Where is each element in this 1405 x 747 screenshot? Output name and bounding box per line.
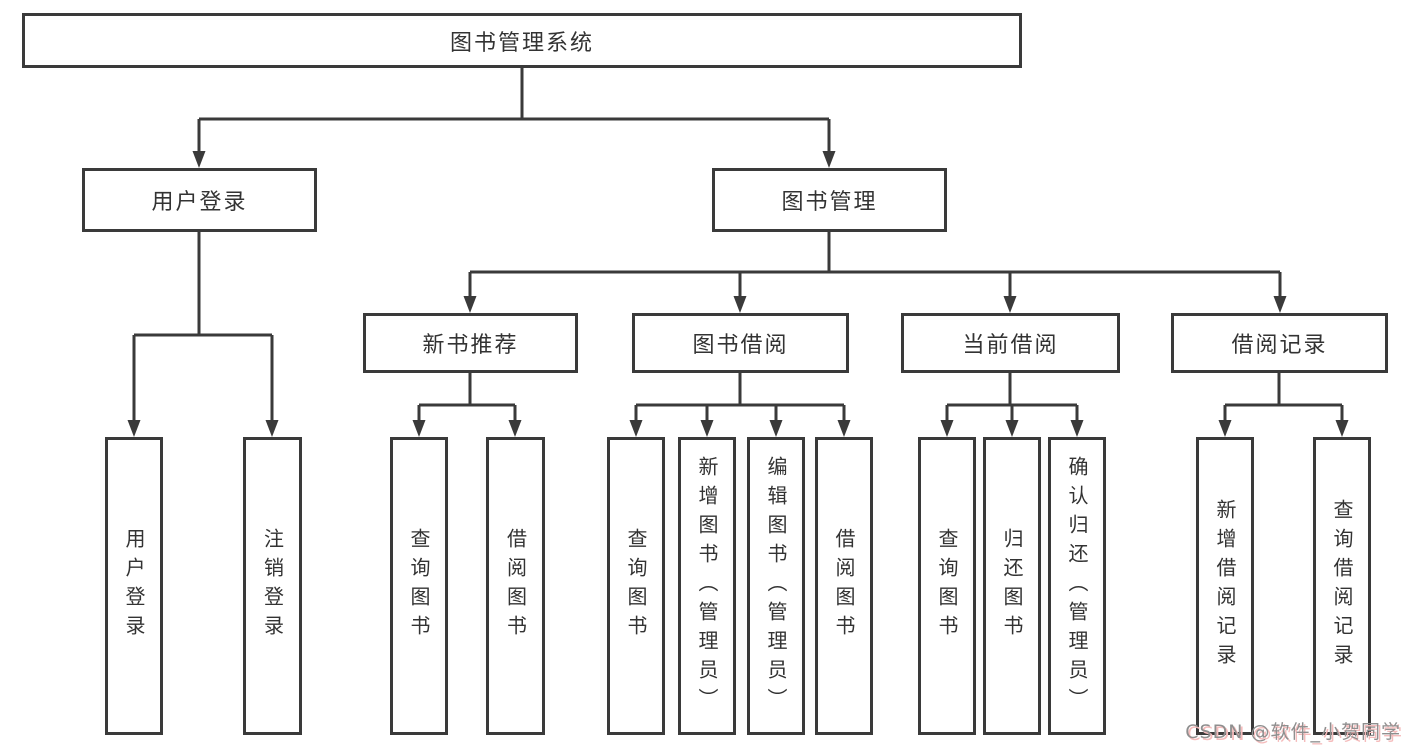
node-label: 新增图书（管理员） xyxy=(695,455,719,717)
arrow-down-icon xyxy=(837,420,851,437)
node-label: 查询借阅记录 xyxy=(1330,499,1354,673)
leaf-records-add-record: 新增借阅记录 xyxy=(1196,437,1254,735)
node-label: 借阅图书 xyxy=(832,528,856,644)
watermark: CSDN @软件_小贺同学 xyxy=(1185,721,1401,743)
node-label: 确认归还（管理员） xyxy=(1065,455,1089,717)
leaf-newbook-query-books: 查询图书 xyxy=(390,437,448,735)
leaf-borrow-borrow-books: 借阅图书 xyxy=(815,437,873,735)
leaf-borrow-edit-books-admin: 编辑图书（管理员） xyxy=(747,437,805,735)
node-label: 图书借阅 xyxy=(692,333,789,358)
arrow-down-icon xyxy=(265,420,279,437)
node-label: 归还图书 xyxy=(1000,528,1024,644)
node-label: 查询图书 xyxy=(624,528,648,644)
arrow-down-icon xyxy=(822,151,836,168)
arrow-down-icon xyxy=(1218,420,1232,437)
node-new-book-recommend: 新书推荐 xyxy=(363,313,578,373)
arrow-down-icon xyxy=(1005,420,1019,437)
node-label: 编辑图书（管理员） xyxy=(764,455,788,717)
node-label: 查询图书 xyxy=(935,528,959,644)
node-label: 查询图书 xyxy=(407,528,431,644)
node-label: 用户登录 xyxy=(122,528,146,644)
node-label: 新增借阅记录 xyxy=(1213,499,1237,673)
leaf-borrow-add-books-admin: 新增图书（管理员） xyxy=(678,437,736,735)
arrow-down-icon xyxy=(1070,420,1084,437)
node-label: 借阅图书 xyxy=(503,528,528,644)
arrow-down-icon xyxy=(1003,296,1017,313)
arrow-down-icon xyxy=(127,420,141,437)
node-current-borrow: 当前借阅 xyxy=(901,313,1120,373)
leaf-newbook-borrow-books: 借阅图书 xyxy=(486,437,545,735)
arrow-down-icon xyxy=(412,420,426,437)
node-label: 当前借阅 xyxy=(962,333,1059,358)
node-root-system: 图书管理系统 xyxy=(22,13,1022,68)
arrow-down-icon xyxy=(192,151,206,168)
node-label: 借阅记录 xyxy=(1231,333,1328,358)
node-borrow-records: 借阅记录 xyxy=(1171,313,1388,373)
arrow-down-icon xyxy=(1273,296,1287,313)
leaf-current-return-books: 归还图书 xyxy=(983,437,1041,735)
leaf-borrow-query-books: 查询图书 xyxy=(607,437,665,735)
arrow-down-icon xyxy=(1335,420,1349,437)
node-label: 图书管理 xyxy=(781,190,878,215)
leaf-current-confirm-return-admin: 确认归还（管理员） xyxy=(1048,437,1106,735)
arrow-down-icon xyxy=(769,420,783,437)
arrow-down-icon xyxy=(629,420,643,437)
leaf-user-login: 用户登录 xyxy=(105,437,163,735)
node-label: 新书推荐 xyxy=(422,333,519,358)
arrow-down-icon xyxy=(508,420,522,437)
node-user-login: 用户登录 xyxy=(82,168,317,232)
arrow-down-icon xyxy=(463,296,477,313)
arrow-down-icon xyxy=(700,420,714,437)
arrow-down-icon xyxy=(940,420,954,437)
tree-edges xyxy=(132,68,1344,421)
leaf-current-query-books: 查询图书 xyxy=(918,437,976,735)
arrow-down-icon xyxy=(733,296,747,313)
node-label: 注销登录 xyxy=(260,528,285,644)
node-label: 图书管理系统 xyxy=(449,30,594,56)
leaf-logout: 注销登录 xyxy=(243,437,302,735)
node-label: 用户登录 xyxy=(151,190,248,215)
arrowhead-icons xyxy=(127,151,1349,437)
leaf-records-query-record: 查询借阅记录 xyxy=(1313,437,1371,735)
node-book-borrow: 图书借阅 xyxy=(632,313,849,373)
node-book-management: 图书管理 xyxy=(712,168,947,232)
